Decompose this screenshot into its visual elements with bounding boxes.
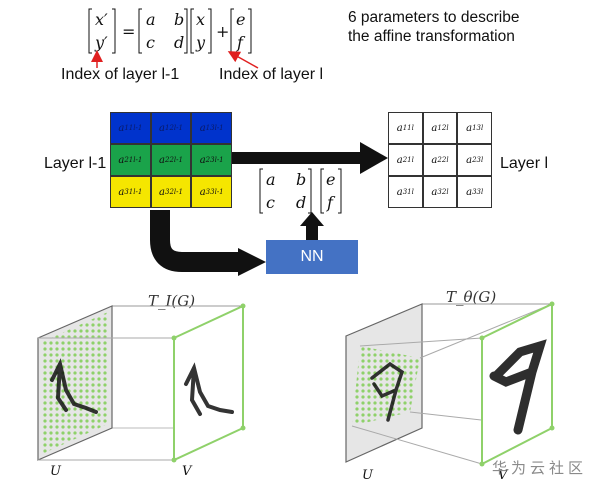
svg-text:b: b: [174, 10, 184, 29]
svg-text:+: +: [216, 22, 229, 41]
left-v-label: V: [182, 464, 192, 479]
description-line-2: the affine transformation: [348, 28, 515, 45]
svg-text:d: d: [296, 193, 306, 212]
index-arrows: [91, 50, 259, 69]
nn-label: NN: [300, 248, 324, 265]
svg-text:d: d: [174, 33, 184, 52]
svg-text:y: y: [195, 33, 206, 52]
affine-description: 6 parameters to describe the affine tran…: [348, 8, 519, 46]
svg-text:f: f: [326, 193, 336, 212]
right-v-label: V: [498, 468, 508, 483]
svg-text:c: c: [146, 33, 155, 52]
right-u-label: U: [362, 468, 373, 483]
arrow-elbow-icon: [238, 248, 266, 276]
description-line-1: 6 parameters to describe: [348, 9, 520, 26]
sampling-illustrations: [37, 301, 555, 467]
index-left-label: Index of layer l-1: [61, 66, 180, 83]
svg-text:e: e: [326, 170, 335, 189]
parameter-matrices: a b c d ef: [259, 168, 342, 214]
right-illustration: [345, 301, 555, 467]
right-transform-title: T_θ(G): [446, 288, 497, 306]
index-right-label: Index of layer l: [219, 66, 324, 83]
arrow-diagonal-icon: [227, 51, 259, 69]
svg-text:x′: x′: [95, 10, 108, 29]
left-u-label: U: [50, 464, 61, 479]
layer-in-label: Layer l-1: [44, 155, 107, 172]
svg-text:b: b: [296, 170, 306, 189]
left-illustration: [37, 303, 246, 463]
svg-text:x: x: [196, 10, 205, 29]
watermark: 华为云社区: [491, 459, 587, 477]
svg-text:c: c: [266, 193, 275, 212]
nn-box: NN: [266, 240, 358, 274]
layer-out-label: Layer l: [500, 155, 549, 172]
svg-text:a: a: [266, 170, 276, 189]
svg-text:=: =: [122, 22, 135, 41]
flow-arrows: [150, 142, 388, 276]
svg-text:e: e: [236, 10, 245, 29]
svg-text:y′: y′: [94, 33, 108, 52]
svg-text:a: a: [146, 10, 156, 29]
arrow-up-nn-icon: [300, 212, 324, 226]
svg-text:f: f: [236, 33, 246, 52]
arrow-right-icon: [360, 142, 388, 174]
